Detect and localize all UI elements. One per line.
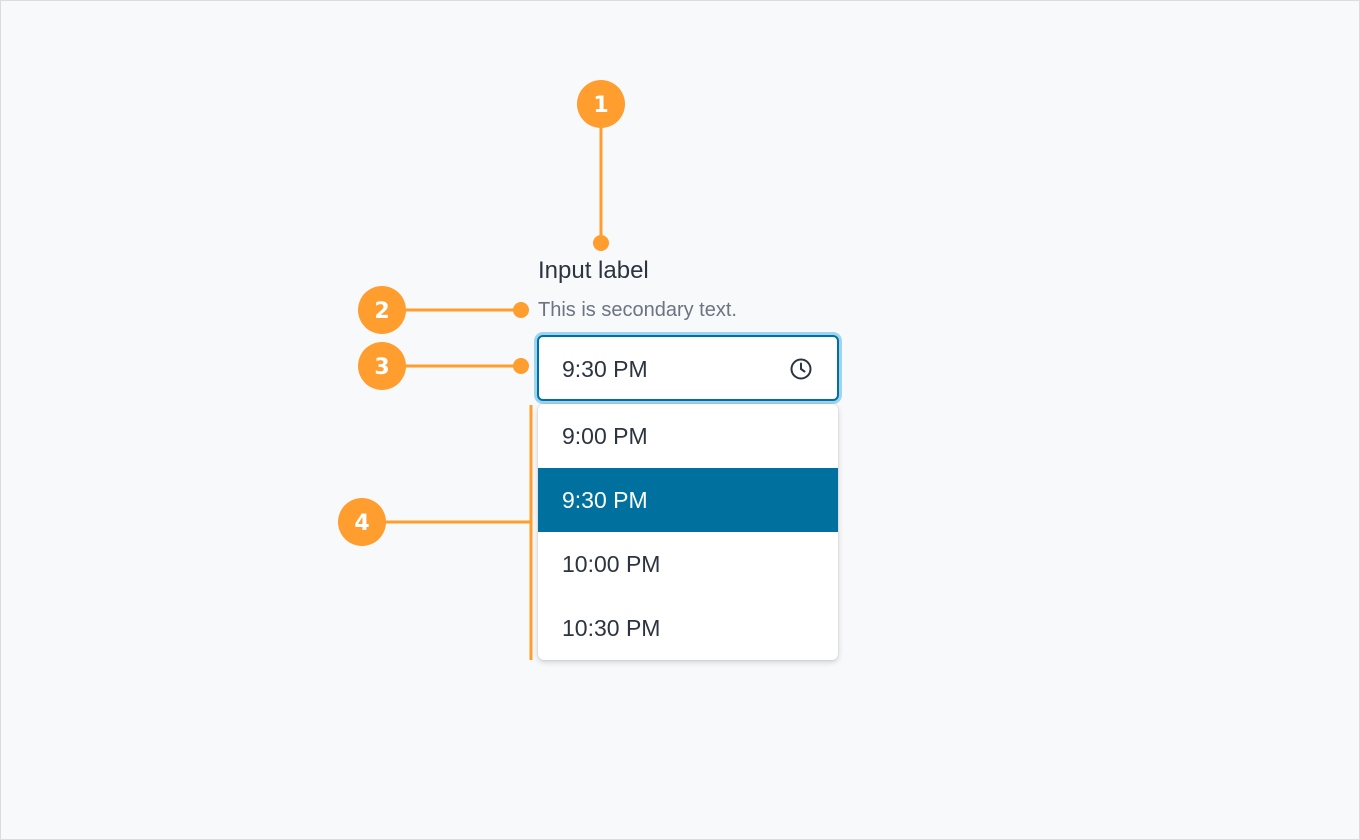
time-option-10-30-pm[interactable]: 10:30 PM bbox=[562, 615, 661, 641]
input-label: Input label bbox=[538, 257, 649, 284]
time-dropdown-list: 9:00 PM 9:30 PM 10:00 PM 10:30 PM bbox=[538, 404, 838, 660]
time-input[interactable]: 9:30 PM bbox=[537, 335, 839, 401]
time-option-9-00-pm[interactable]: 9:00 PM bbox=[562, 423, 648, 449]
clock-icon[interactable] bbox=[789, 357, 813, 381]
time-option-9-30-pm[interactable]: 9:30 PM bbox=[538, 468, 838, 532]
time-input-value: 9:30 PM bbox=[562, 356, 648, 382]
time-option-10-00-pm[interactable]: 10:00 PM bbox=[562, 551, 661, 577]
secondary-text: This is secondary text. bbox=[538, 299, 737, 321]
